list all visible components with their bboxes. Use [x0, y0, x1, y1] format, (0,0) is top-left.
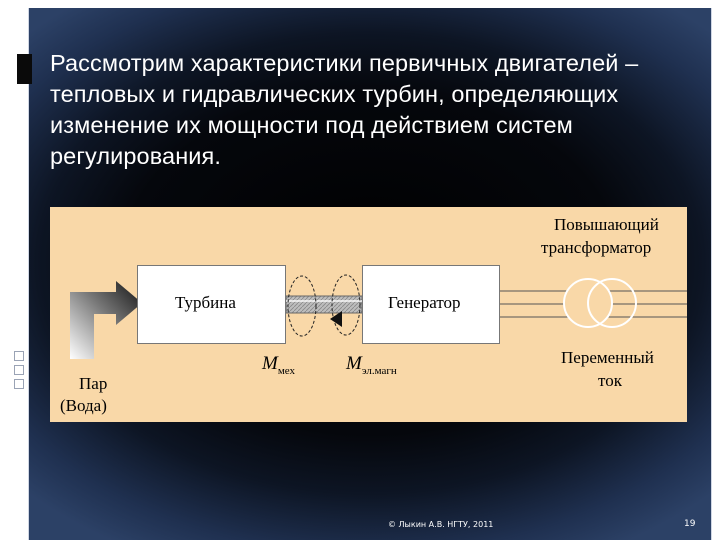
mech-torque-symbol: M [262, 353, 278, 374]
accent-bar-thick [19, 54, 32, 84]
transformer-icon [563, 278, 637, 328]
transformer-label-line2: трансформатор [541, 238, 652, 257]
generator-label: Генератор [388, 293, 461, 312]
em-torque-label: Mэл.магн [346, 353, 397, 377]
em-torque-arrow-icon [330, 274, 361, 336]
slide-title: Рассмотрим характеристики первичных двиг… [50, 50, 639, 169]
decor-square-3 [14, 379, 24, 389]
turbine-label: Турбина [175, 293, 236, 312]
mech-torque-label: Mмех [262, 353, 296, 377]
shaft [285, 295, 363, 314]
turbine-generator-diagram: Турбина Генератор Повышающий трансформат… [50, 207, 687, 422]
steam-label-line1: Пар [79, 374, 108, 393]
mech-torque-subscript: мех [277, 365, 296, 377]
ac-label-line1: Переменный [561, 348, 654, 367]
transformer-label-line1: Повышающий [554, 215, 659, 234]
footer-copyright: © Лыкин А.В. НГТУ, 2011 [388, 520, 494, 529]
steam-label-line2: (Вода) [60, 396, 107, 415]
steam-inlet-arrow-icon [70, 281, 142, 359]
decor-square-2 [14, 365, 24, 375]
em-torque-subscript: эл.магн [361, 365, 397, 377]
turbine-box [137, 265, 286, 344]
em-torque-symbol: M [346, 353, 362, 374]
page-number: 19 [684, 519, 696, 529]
generator-box [362, 265, 500, 344]
decor-square-1 [14, 351, 24, 361]
ac-label-line2: ток [598, 371, 622, 390]
